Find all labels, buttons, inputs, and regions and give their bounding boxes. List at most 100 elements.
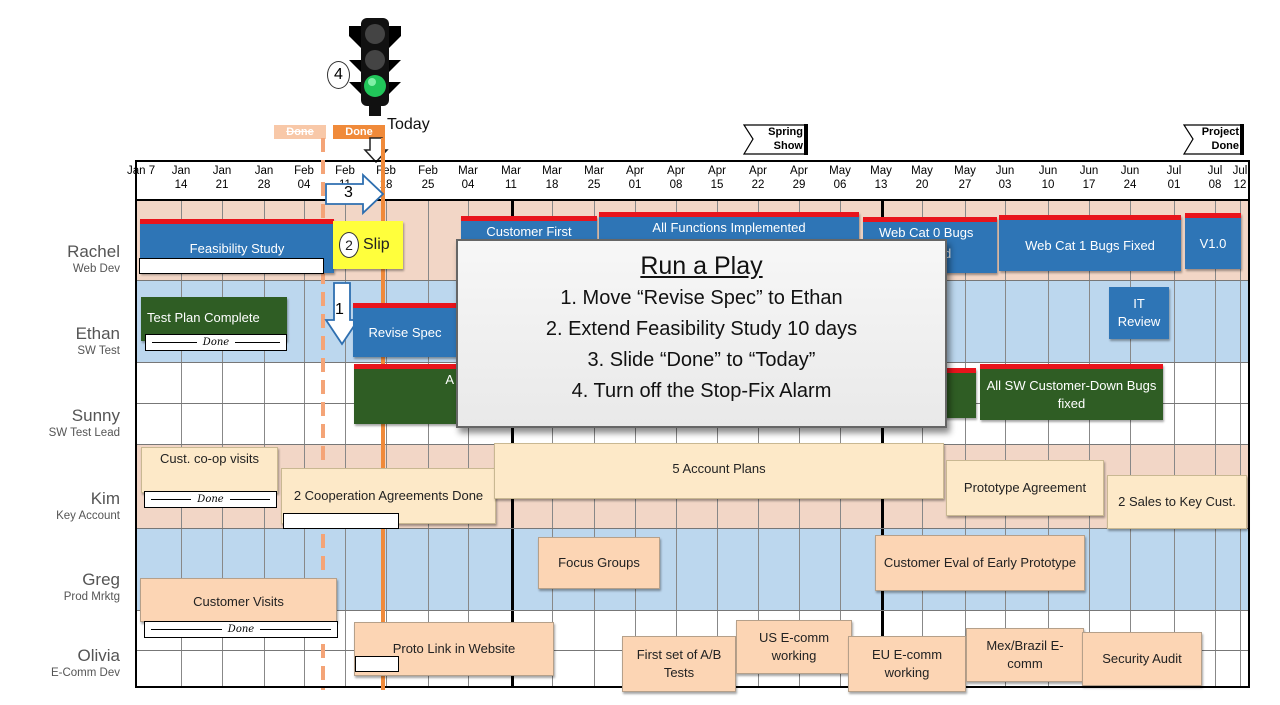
callout-2: 2	[339, 232, 359, 258]
done-marker-old[interactable]: Done	[274, 125, 326, 139]
person-ethan: Ethan SW Test	[0, 324, 120, 359]
coop-agreements-bar[interactable]	[283, 513, 399, 529]
task-sw-customer-down[interactable]: All SW Customer-Down Bugs fixed	[980, 364, 1163, 420]
week-gridline	[1174, 200, 1175, 686]
proto-link-bar[interactable]	[355, 656, 399, 672]
task-ab-tests[interactable]: First set of A/B Tests	[622, 636, 736, 692]
person-sunny: Sunny SW Test Lead	[0, 406, 120, 441]
done-marker-new[interactable]: Done	[333, 125, 385, 139]
account-plans-label: 5 Account Plans	[672, 461, 766, 476]
week-label: Jan 7	[127, 165, 156, 177]
done-old-dashed-line	[321, 138, 325, 690]
week-gridline	[965, 200, 966, 686]
task-customer-eval[interactable]: Customer Eval of Early Prototype	[875, 535, 1085, 591]
person-role: SW Test	[77, 345, 120, 357]
task-account-plans[interactable]: 5 Account Plans	[494, 443, 944, 499]
person-name: Sunny	[71, 406, 120, 425]
week-gridline	[264, 200, 265, 686]
task-web-cat-1[interactable]: Web Cat 1 Bugs Fixed	[999, 215, 1181, 271]
week-gridline	[1005, 200, 1006, 686]
test-plan-label: Test Plan Complete	[147, 310, 260, 325]
sunny-green-label: A	[445, 372, 454, 387]
week-gridline	[181, 200, 182, 686]
callout-1: 1	[335, 301, 344, 318]
traffic-light-icon[interactable]	[349, 16, 401, 116]
task-us-ecomm[interactable]: US E-comm working	[736, 620, 852, 674]
customer-visits-label: Customer Visits	[193, 594, 284, 609]
task-v1[interactable]: V1.0	[1185, 213, 1241, 269]
week-gridline	[304, 200, 305, 686]
task-security-audit[interactable]: Security Audit	[1082, 632, 1202, 686]
callout-4: 4	[327, 61, 350, 89]
week-gridline	[386, 200, 387, 686]
task-sales-key-cust[interactable]: 2 Sales to Key Cust.	[1107, 475, 1247, 529]
popup-title: Run a Play	[640, 252, 763, 280]
task-eu-ecomm[interactable]: EU E-comm working	[848, 636, 966, 692]
today-label: Today	[387, 116, 430, 133]
week-gridline	[1130, 200, 1131, 686]
week-gridline	[1089, 200, 1090, 686]
done-box-greg[interactable]: Done	[144, 621, 338, 638]
person-role: SW Test Lead	[48, 427, 120, 439]
week-gridline	[1048, 200, 1049, 686]
popup-step: 4. Turn off the Stop-Fix Alarm	[571, 380, 832, 402]
move-down-arrow-icon	[324, 282, 360, 346]
week-gridline	[428, 200, 429, 686]
task-mex-brazil[interactable]: Mex/Brazil E-comm	[966, 628, 1084, 682]
slip-note[interactable]: 2 Slip	[333, 221, 403, 269]
callout-3: 3	[344, 184, 353, 201]
week-gridline	[1215, 200, 1216, 686]
popup-step: 2. Extend Feasibility Study 10 days	[545, 318, 858, 340]
person-name: Olivia	[77, 646, 120, 665]
run-a-play-popup[interactable]: Run a Play 1. Move “Revise Spec” to Etha…	[456, 239, 947, 428]
person-role: E-Comm Dev	[50, 667, 120, 679]
person-name: Rachel	[67, 242, 120, 261]
coop-visits-label: Cust. co-op visits	[160, 451, 259, 466]
week-gridline	[345, 200, 346, 686]
task-sunny-green[interactable]: A	[354, 364, 458, 424]
person-name: Greg	[82, 570, 120, 589]
week-gridline	[222, 200, 223, 686]
person-role: Prod Mrktg	[63, 591, 120, 603]
person-name: Kim	[90, 489, 120, 508]
popup-steps: 1. Move “Revise Spec” to Ethan 2. Extend…	[458, 283, 945, 407]
task-revise-spec[interactable]: Revise Spec	[353, 303, 457, 357]
slide-right-arrow-icon	[325, 172, 385, 216]
popup-step: 1. Move “Revise Spec” to Ethan	[560, 287, 843, 309]
week-gridline	[1240, 200, 1241, 686]
task-customer-visits[interactable]: Customer Visits	[140, 578, 337, 622]
task-prototype-agreement[interactable]: Prototype Agreement	[946, 460, 1104, 516]
done-box-kim[interactable]: Done	[144, 491, 277, 508]
feasibility-extension-bar[interactable]	[139, 258, 324, 274]
person-name: Ethan	[75, 324, 120, 343]
popup-step: 3. Slide “Done” to “Today”	[587, 349, 816, 371]
task-focus-groups[interactable]: Focus Groups	[538, 537, 660, 589]
web-cat0-tail-text: d	[944, 246, 952, 261]
web-cat0-label: Web Cat 0 Bugs	[879, 225, 974, 240]
done-box-ethan[interactable]: Done	[145, 334, 287, 351]
task-it-review[interactable]: IT Review	[1109, 287, 1169, 339]
task-coop-visits[interactable]: Cust. co-op visits	[141, 447, 278, 493]
